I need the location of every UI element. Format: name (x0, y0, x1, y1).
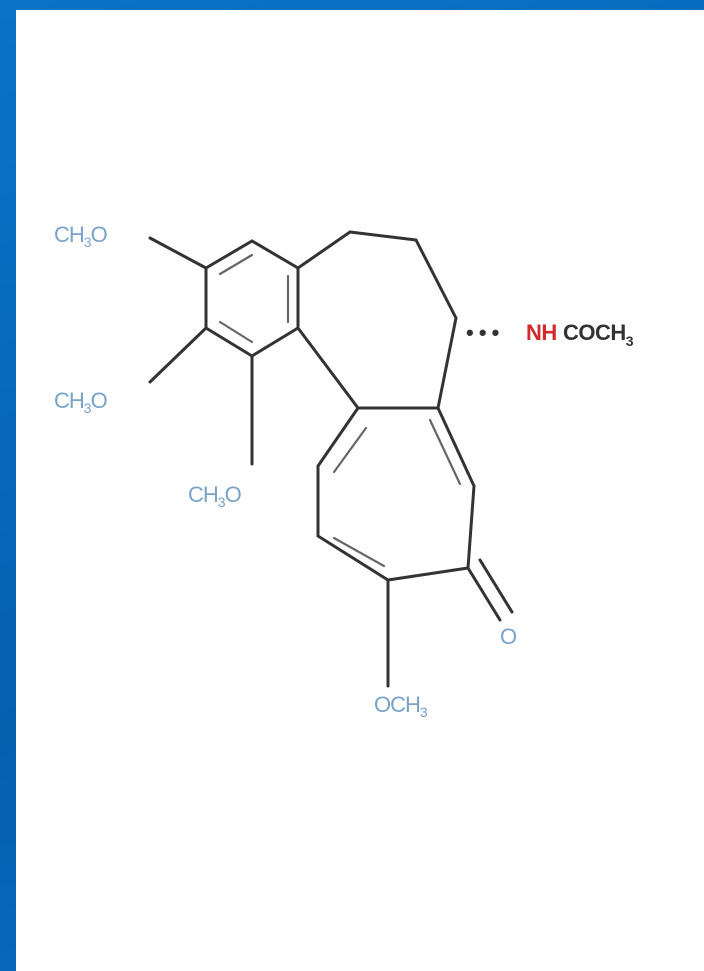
label-meo-top: CH3O (54, 222, 108, 250)
bond-meo-mid (148, 326, 208, 384)
label-nh: NH (526, 320, 557, 345)
bond-carbonyl-2 (478, 558, 514, 614)
label-carbonyl-o: O (500, 624, 517, 649)
ring-c-tropolone (316, 406, 476, 582)
bond-carbonyl-1 (466, 566, 502, 622)
label-meo-mid: CH3O (54, 388, 108, 416)
ring-a-benzene (204, 239, 300, 358)
label-meo-low: CH3O (188, 482, 242, 510)
colchicine-structure: CH3O CH3O CH3O • • • NH COCH3 O OCH3 (54, 222, 634, 720)
stereo-dots: • • • (466, 320, 499, 345)
slide-canvas: CH3O CH3O CH3O • • • NH COCH3 O OCH3 (16, 10, 704, 971)
label-acetyl: COCH3 (563, 320, 634, 349)
label-ome-bottom: OCH3 (374, 692, 428, 720)
bond-meo-top (148, 236, 208, 270)
ring-b (296, 230, 458, 410)
